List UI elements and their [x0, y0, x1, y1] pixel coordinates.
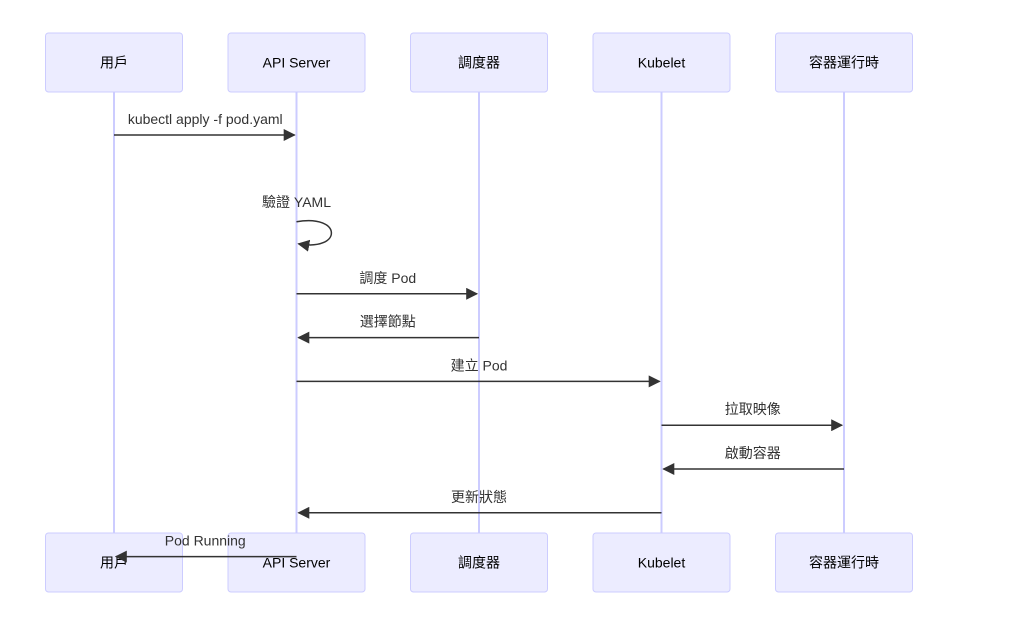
- participants-top: 用戶 API Server 調度器 Kubelet 容器運行時: [45, 32, 913, 93]
- participant-box: [775, 32, 913, 93]
- participant-label: 用戶: [100, 55, 128, 71]
- participant-box: [592, 32, 731, 93]
- participant-label: Kubelet: [638, 555, 686, 571]
- message-label: 建立 Pod: [451, 357, 508, 373]
- participant-scheduler-top: 調度器: [410, 32, 548, 93]
- message-7: 啟動容器: [662, 445, 844, 475]
- participant-box: [227, 32, 366, 93]
- participant-label: 容器運行時: [809, 55, 879, 71]
- participant-runtime-top: 容器運行時: [775, 32, 913, 93]
- messages: kubectl apply -f pod.yaml 驗證 YAML 調度 Pod 選擇…: [114, 111, 844, 563]
- message-label: 驗證 YAML: [262, 194, 331, 210]
- message-label: 拉取映像: [725, 401, 781, 417]
- participant-runtime-bottom: 容器運行時: [775, 532, 913, 593]
- message-label: 選擇節點: [360, 314, 416, 330]
- participant-box: [45, 32, 183, 93]
- participant-label: 調度器: [458, 555, 500, 571]
- lifelines: [113, 92, 845, 533]
- participant-label: Kubelet: [638, 55, 686, 71]
- participant-user-bottom: 用戶: [45, 532, 183, 593]
- message-label: Pod Running: [165, 533, 246, 549]
- message-1: kubectl apply -f pod.yaml: [114, 111, 296, 141]
- participant-label: API Server: [263, 555, 331, 571]
- message-2: 驗證 YAML: [262, 194, 333, 252]
- participant-label: API Server: [263, 55, 331, 71]
- participant-box: [775, 532, 913, 593]
- message-3: 調度 Pod: [296, 270, 479, 300]
- participant-api-bottom: API Server: [227, 532, 366, 593]
- participant-api-top: API Server: [227, 32, 366, 93]
- participant-scheduler-bottom: 調度器: [410, 532, 548, 593]
- message-label: 調度 Pod: [359, 270, 416, 286]
- message-label: 啟動容器: [725, 445, 781, 461]
- participant-label: 容器運行時: [809, 555, 879, 571]
- participant-box: [410, 32, 548, 93]
- participant-user-top: 用戶: [45, 32, 183, 93]
- message-label: kubectl apply -f pod.yaml: [128, 111, 283, 127]
- message-6: 拉取映像: [661, 401, 844, 432]
- message-9: Pod Running: [114, 533, 297, 563]
- message-8: 更新狀態: [297, 489, 662, 519]
- message-4: 選擇節點: [297, 314, 479, 344]
- participant-box: [45, 532, 183, 593]
- participant-box: [227, 532, 366, 593]
- message-5: 建立 Pod: [296, 357, 661, 388]
- message-arrow: [296, 219, 333, 252]
- participant-label: 調度器: [458, 55, 500, 71]
- participant-kubelet-bottom: Kubelet: [592, 532, 731, 593]
- participant-box: [410, 532, 548, 593]
- participant-kubelet-top: Kubelet: [592, 32, 731, 93]
- participants-bottom: 用戶 API Server 調度器 Kubelet 容器運行時: [45, 532, 913, 593]
- participant-box: [592, 532, 731, 593]
- message-label: 更新狀態: [451, 489, 507, 505]
